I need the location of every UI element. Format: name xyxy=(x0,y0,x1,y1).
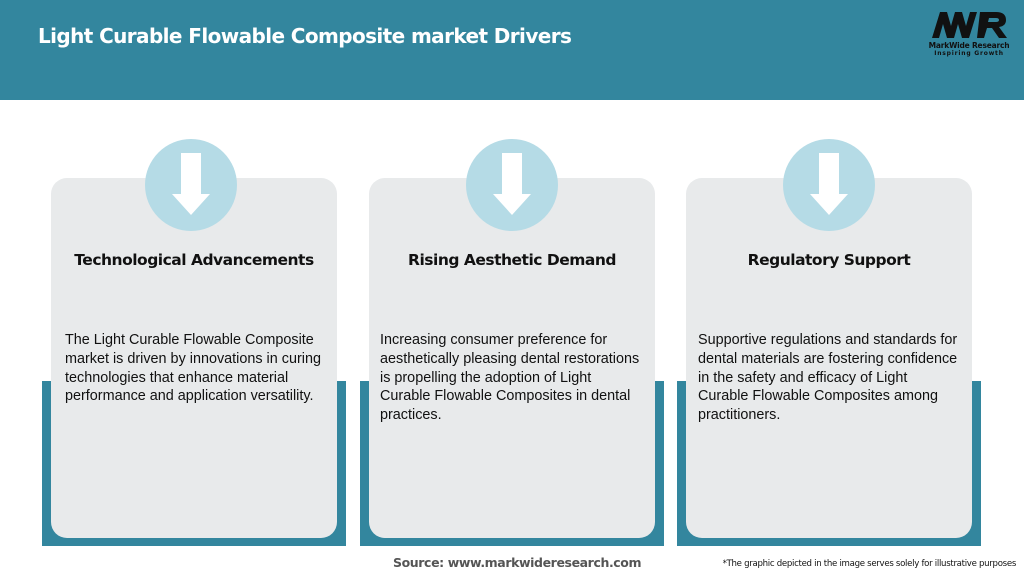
card-icon-circle-3 xyxy=(783,139,875,231)
driver-card-regulatory-support xyxy=(686,178,972,538)
arrow-down-icon xyxy=(493,153,531,215)
card-title: Rising Aesthetic Demand xyxy=(408,251,616,269)
arrow-down-icon xyxy=(172,153,210,215)
logo-tagline: Inspiring Growth xyxy=(934,50,1004,57)
card-title: Regulatory Support xyxy=(747,251,911,269)
disclaimer-note: *The graphic depicted in the image serve… xyxy=(722,559,1017,569)
card-icon-circle-2 xyxy=(466,139,558,231)
arrow-down-icon xyxy=(810,153,848,215)
card-icon-circle-1 xyxy=(145,139,237,231)
source-link[interactable]: Source: www.markwideresearch.com xyxy=(393,555,642,570)
mwr-logo-icon xyxy=(932,12,1007,38)
page-title: Light Curable Flowable Composite market … xyxy=(38,24,572,48)
header-banner: Light Curable Flowable Composite market … xyxy=(0,0,1024,100)
card-description: Increasing consumer preference for aesth… xyxy=(380,332,640,424)
markwide-logo: MarkWide Research Inspiring Growth xyxy=(924,10,1014,58)
card-title: Technological Advancements xyxy=(74,251,314,269)
logo-name: MarkWide Research xyxy=(928,41,1010,50)
card-description: Supportive regulations and standards for… xyxy=(698,332,958,424)
card-description: The Light Curable Flowable Composite mar… xyxy=(65,332,321,405)
driver-card-rising-aesthetic-demand xyxy=(369,178,655,538)
driver-card-technological-advancements xyxy=(51,178,337,538)
